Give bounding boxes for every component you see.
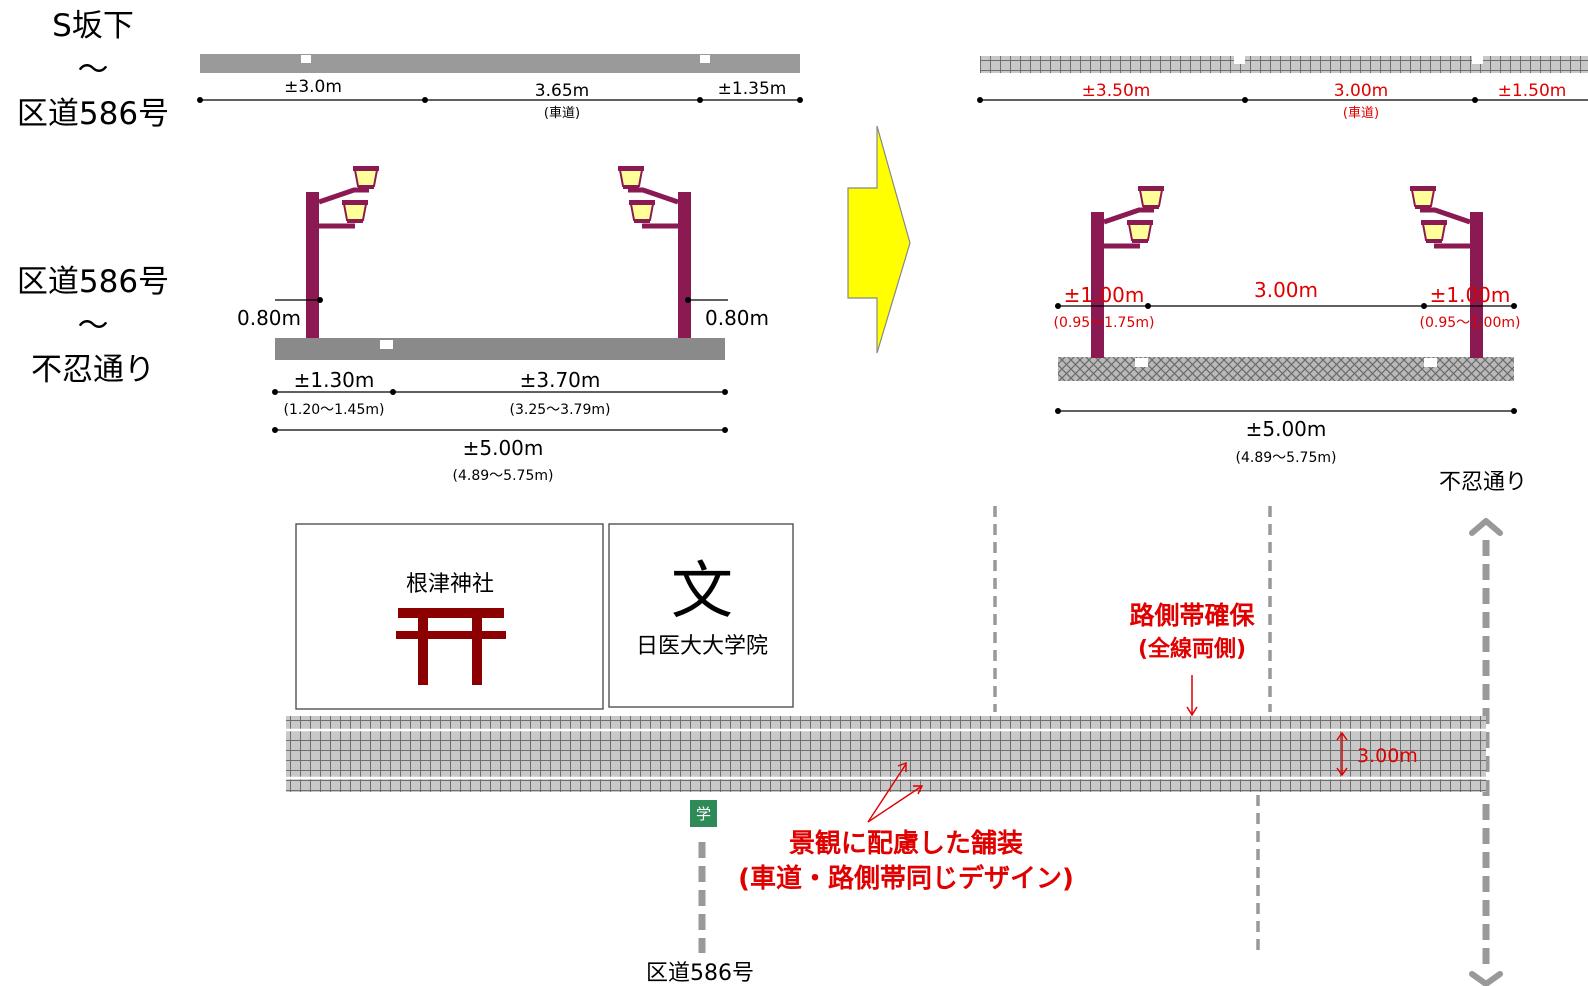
before-lower-dim-right: ±3.70m [520, 368, 601, 392]
before-lower-dim-right-sub: (3.25〜3.79m) [510, 402, 611, 418]
paving-pointer-arrows-icon [867, 761, 924, 823]
before-top-dim-center-sub: (車道) [544, 106, 580, 121]
paving-note-line2: (車道・路側帯同じデザイン) [738, 863, 1074, 894]
shoulder-note-line1: 路側帯確保 [1129, 601, 1255, 630]
school-block [608, 523, 794, 708]
before-top-dimension-line [197, 97, 803, 103]
section-label-middle-line2: 〜 [78, 308, 109, 344]
after-top-dim-center-sub: (車道) [1343, 106, 1379, 121]
before-total-dim-sub: (4.89〜5.75m) [453, 468, 554, 484]
before-middle-road [275, 338, 725, 360]
before-total-dimension-line [272, 427, 728, 433]
torii-gate-icon [396, 608, 506, 685]
section-label-middle-line3: 不忍通り [31, 352, 155, 388]
school-zone-sign-label: 学 [696, 805, 711, 823]
section-label-middle-line1: 区道586号 [17, 264, 169, 300]
before-pole-offset-left: 0.80m [237, 306, 301, 330]
after-top-dim-right: ±1.50m [1498, 81, 1567, 101]
transition-arrow-icon [847, 125, 911, 354]
street-label-ward-road: 区道586号 [646, 961, 754, 986]
after-top-dimension-line [977, 97, 1588, 103]
before-pole-offset-right: 0.80m [705, 306, 769, 330]
section-label-top-line2: 〜 [78, 52, 109, 88]
after-total-dim: ±5.00m [1246, 417, 1327, 441]
before-top-dim-right: ±1.35m [718, 79, 787, 99]
after-middle-dimension-line [1055, 303, 1517, 309]
school-map-symbol: 文 [671, 554, 733, 627]
before-lower-dimension-line [272, 389, 728, 395]
before-pole-offset-lines [275, 297, 728, 303]
school-label: 日医大大学院 [636, 634, 768, 659]
after-total-dimension-line [1055, 408, 1517, 414]
school-zone-sign [690, 800, 717, 827]
after-top-dim-left: ±3.50m [1082, 81, 1151, 101]
before-top-road [200, 54, 800, 73]
paved-road-plan [286, 716, 1486, 792]
shoulder-pointer-arrow-icon [1186, 675, 1198, 717]
shoulder-note-line2: (全線両側) [1138, 636, 1246, 662]
after-middle-road [1058, 357, 1514, 381]
cross-street-dashed-lines [993, 506, 1272, 955]
after-middle-dim-left-sub: (0.95〜1.75m) [1054, 315, 1155, 331]
after-top-dim-center: 3.00m [1334, 81, 1388, 101]
before-left-street-lamp [306, 165, 380, 339]
after-right-street-lamp [1409, 185, 1483, 358]
paving-note-line1: 景観に配慮した舗装 [789, 828, 1023, 859]
before-lower-dim-left-sub: (1.20〜1.45m) [284, 402, 385, 418]
before-top-dim-left: ±3.0m [284, 77, 342, 97]
road-width-arrow-icon [1336, 731, 1348, 777]
before-top-dim-center: 3.65m [535, 81, 589, 101]
after-top-road [980, 56, 1588, 73]
section-label-top-line1: S坂下 [52, 8, 134, 44]
after-middle-dim-right: ±1.00m [1430, 283, 1511, 307]
before-lower-dim-left: ±1.30m [294, 368, 375, 392]
street-label-shinobazu: 不忍通り [1439, 470, 1527, 495]
after-left-street-lamp [1091, 185, 1165, 358]
after-middle-dim-left: ±1.00m [1064, 283, 1145, 307]
section-label-top-line3: 区道586号 [17, 96, 169, 132]
after-middle-dim-center: 3.00m [1254, 278, 1318, 302]
road-width-label: 3.00m [1357, 745, 1418, 767]
after-total-dim-sub: (4.89〜5.75m) [1236, 450, 1337, 466]
after-middle-dim-right-sub: (0.95〜1.00m) [1420, 315, 1521, 331]
before-total-dim: ±5.00m [463, 436, 544, 460]
shrine-label: 根津神社 [406, 572, 494, 597]
before-right-street-lamp [617, 165, 691, 339]
